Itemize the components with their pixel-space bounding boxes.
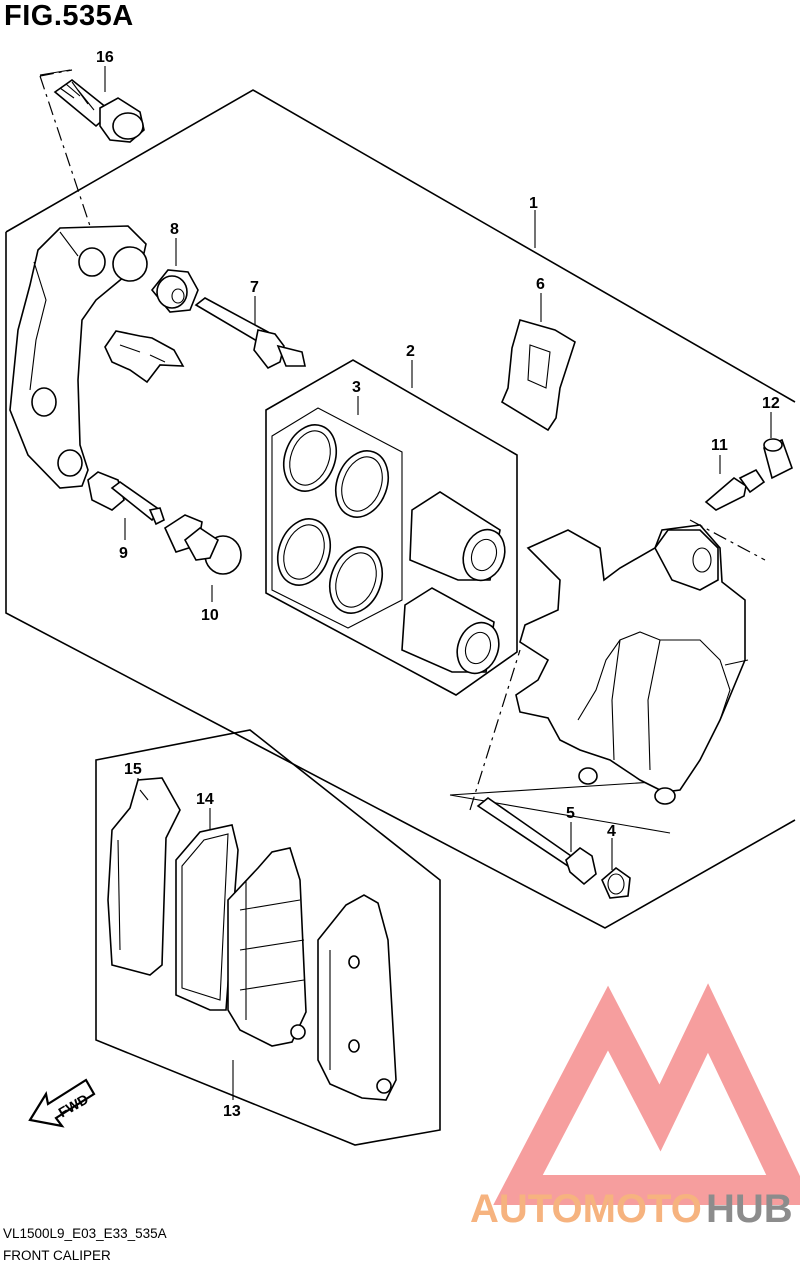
brake-pad-front: [227, 847, 307, 1047]
piston-seals-3: [276, 424, 390, 614]
pad-set-outline: [95, 729, 441, 1146]
shim-15: [107, 777, 181, 976]
callout-6: 6: [536, 276, 545, 293]
callout-7: 7: [250, 279, 259, 296]
callout-2: 2: [406, 343, 415, 360]
pin-axis-line: [469, 519, 766, 811]
assembly-1-outline: [5, 89, 796, 929]
seal-kit-outline: [265, 359, 518, 696]
leader-lines: [39, 66, 772, 1100]
callout-12: 12: [762, 395, 780, 412]
fwd-arrow-icon: FWD: [28, 1078, 96, 1128]
watermark-brand-b: HUB: [706, 1187, 793, 1231]
callout-10: 10: [201, 607, 219, 624]
seal-group-outline: [271, 407, 403, 629]
callout-15: 15: [124, 761, 142, 778]
callout-14: 14: [196, 791, 214, 808]
callout-13: 13: [223, 1103, 241, 1120]
pad-retainer-clip: [104, 330, 185, 384]
slide-pin-7: [194, 297, 306, 370]
callout-1: 1: [529, 195, 538, 212]
callout-16: 16: [96, 49, 114, 66]
watermark-logo-icon: [493, 983, 800, 1205]
callout-5: 5: [566, 805, 575, 822]
pad-pin-5: [476, 797, 597, 886]
slide-pin-9: [87, 471, 165, 526]
callout-8: 8: [170, 221, 179, 238]
callout-3: 3: [352, 379, 361, 396]
brake-pad-rear: [317, 894, 397, 1101]
figure-caption: FRONT CALIPER: [3, 1248, 111, 1263]
caliper-body: [515, 524, 749, 805]
figure-title: FIG.535A: [4, 0, 134, 32]
pad-spring-6: [500, 319, 576, 432]
watermark-brand-a: AUTOMOTO: [470, 1187, 702, 1231]
bleeder-valve-11: [704, 468, 766, 511]
callout-11: 11: [711, 437, 728, 454]
callout-9: 9: [119, 545, 128, 562]
figure-code: VL1500L9_E03_E33_535A: [3, 1226, 167, 1241]
mounting-bolt-16: [53, 78, 145, 143]
bleeder-cap-12: [763, 438, 793, 480]
bolt-axis-line: [39, 69, 101, 257]
callout-4: 4: [607, 823, 616, 840]
caliper-bracket: [9, 225, 148, 489]
plug-4: [601, 866, 631, 899]
boot-10: [163, 514, 242, 575]
boot-8: [150, 269, 199, 313]
pistons: [401, 491, 506, 675]
